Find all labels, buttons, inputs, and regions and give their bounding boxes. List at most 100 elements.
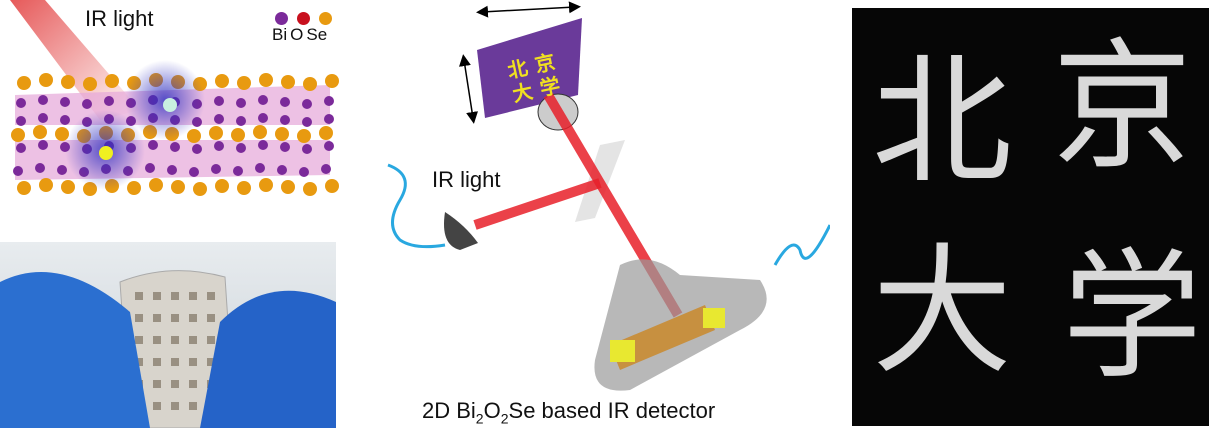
crystal-structure-illustration xyxy=(10,0,339,196)
setup-illustration xyxy=(387,1,832,391)
electrode-pad xyxy=(135,292,143,300)
atom xyxy=(215,74,229,88)
atom xyxy=(253,125,267,139)
ir-beam xyxy=(10,0,140,120)
atom xyxy=(149,178,163,192)
target-char-3: 大 xyxy=(510,80,535,107)
atom xyxy=(277,165,287,175)
electrode-pad xyxy=(153,358,161,366)
electrode-pad xyxy=(189,292,197,300)
electron xyxy=(99,146,113,160)
atom xyxy=(236,98,246,108)
atom xyxy=(325,179,339,193)
electrode-pad xyxy=(153,380,161,388)
atom xyxy=(104,96,114,106)
electrode-right xyxy=(703,308,725,328)
atom xyxy=(324,141,334,151)
bi-atom-icon xyxy=(275,12,288,25)
bi2o2se-detector xyxy=(610,305,715,370)
atom xyxy=(83,77,97,91)
atom xyxy=(209,126,223,140)
atom xyxy=(236,143,246,153)
atom xyxy=(259,73,273,87)
se-atom-icon xyxy=(319,12,332,25)
atom xyxy=(55,127,69,141)
atom xyxy=(275,127,289,141)
atom xyxy=(17,76,31,90)
atom xyxy=(233,166,243,176)
atom xyxy=(237,76,251,90)
atom xyxy=(214,114,224,124)
result-char-4: 学 xyxy=(1062,236,1203,399)
atom xyxy=(16,98,26,108)
atom xyxy=(299,167,309,177)
atom xyxy=(187,129,201,143)
electrode-pad xyxy=(171,336,179,344)
electrode-pad xyxy=(135,336,143,344)
result-char-2: 京 xyxy=(1052,26,1193,189)
electrode-pad xyxy=(171,380,179,388)
atom xyxy=(280,115,290,125)
atom xyxy=(258,95,268,105)
atom xyxy=(60,97,70,107)
atom xyxy=(170,142,180,152)
atom xyxy=(324,96,334,106)
atom xyxy=(255,163,265,173)
atom xyxy=(214,96,224,106)
electrode-pad xyxy=(207,336,215,344)
result-char-1: 北 xyxy=(872,41,1013,204)
detector-caption: 2D Bi2O2Se based IR detector xyxy=(422,398,716,427)
left-glove xyxy=(0,272,150,428)
electrode-pad xyxy=(189,402,197,410)
atom xyxy=(57,165,67,175)
electrode-pad xyxy=(189,314,197,322)
atom xyxy=(258,113,268,123)
legend-bi: Bi xyxy=(272,25,288,44)
electrode-pad xyxy=(189,358,197,366)
atom xyxy=(171,180,185,194)
electrode-pad xyxy=(171,402,179,410)
atom xyxy=(302,117,312,127)
ir-image-result: 北 京 大 学 xyxy=(852,8,1209,426)
electrode-pad xyxy=(171,358,179,366)
atom xyxy=(192,144,202,154)
atom xyxy=(82,99,92,109)
crystal-structure-panel: IR light Bi O Se xyxy=(0,0,340,230)
atom xyxy=(236,116,246,126)
atom xyxy=(61,75,75,89)
atom xyxy=(13,166,23,176)
atom xyxy=(39,178,53,192)
atom xyxy=(38,95,48,105)
atom xyxy=(105,74,119,88)
atom xyxy=(258,140,268,150)
right-glove xyxy=(200,290,336,428)
electrode-pad xyxy=(171,292,179,300)
target-char-2: 京 xyxy=(533,51,558,78)
atom xyxy=(16,116,26,126)
atom xyxy=(35,163,45,173)
atom xyxy=(297,129,311,143)
electrode-pad xyxy=(135,358,143,366)
target-char-1: 北 xyxy=(505,57,530,84)
electrode-pad xyxy=(207,358,215,366)
imaging-setup-panel: 北京 大学 IR light 2D Bi2O2Se based IR detec… xyxy=(360,0,832,433)
atom xyxy=(211,164,221,174)
source-cable xyxy=(387,163,446,249)
atom xyxy=(215,179,229,193)
atom xyxy=(189,167,199,177)
electrode-pad xyxy=(135,314,143,322)
electrode-pad xyxy=(153,314,161,322)
atom xyxy=(325,74,339,88)
atom xyxy=(33,125,47,139)
o-atom-icon xyxy=(297,12,310,25)
atom xyxy=(303,182,317,196)
atom xyxy=(167,165,177,175)
electrode-pad xyxy=(189,336,197,344)
electrode-pad xyxy=(207,292,215,300)
ir-beam-horizontal xyxy=(473,178,602,230)
atom xyxy=(214,141,224,151)
atom xyxy=(281,180,295,194)
atom xyxy=(17,181,31,195)
atom xyxy=(145,163,155,173)
atom xyxy=(302,144,312,154)
